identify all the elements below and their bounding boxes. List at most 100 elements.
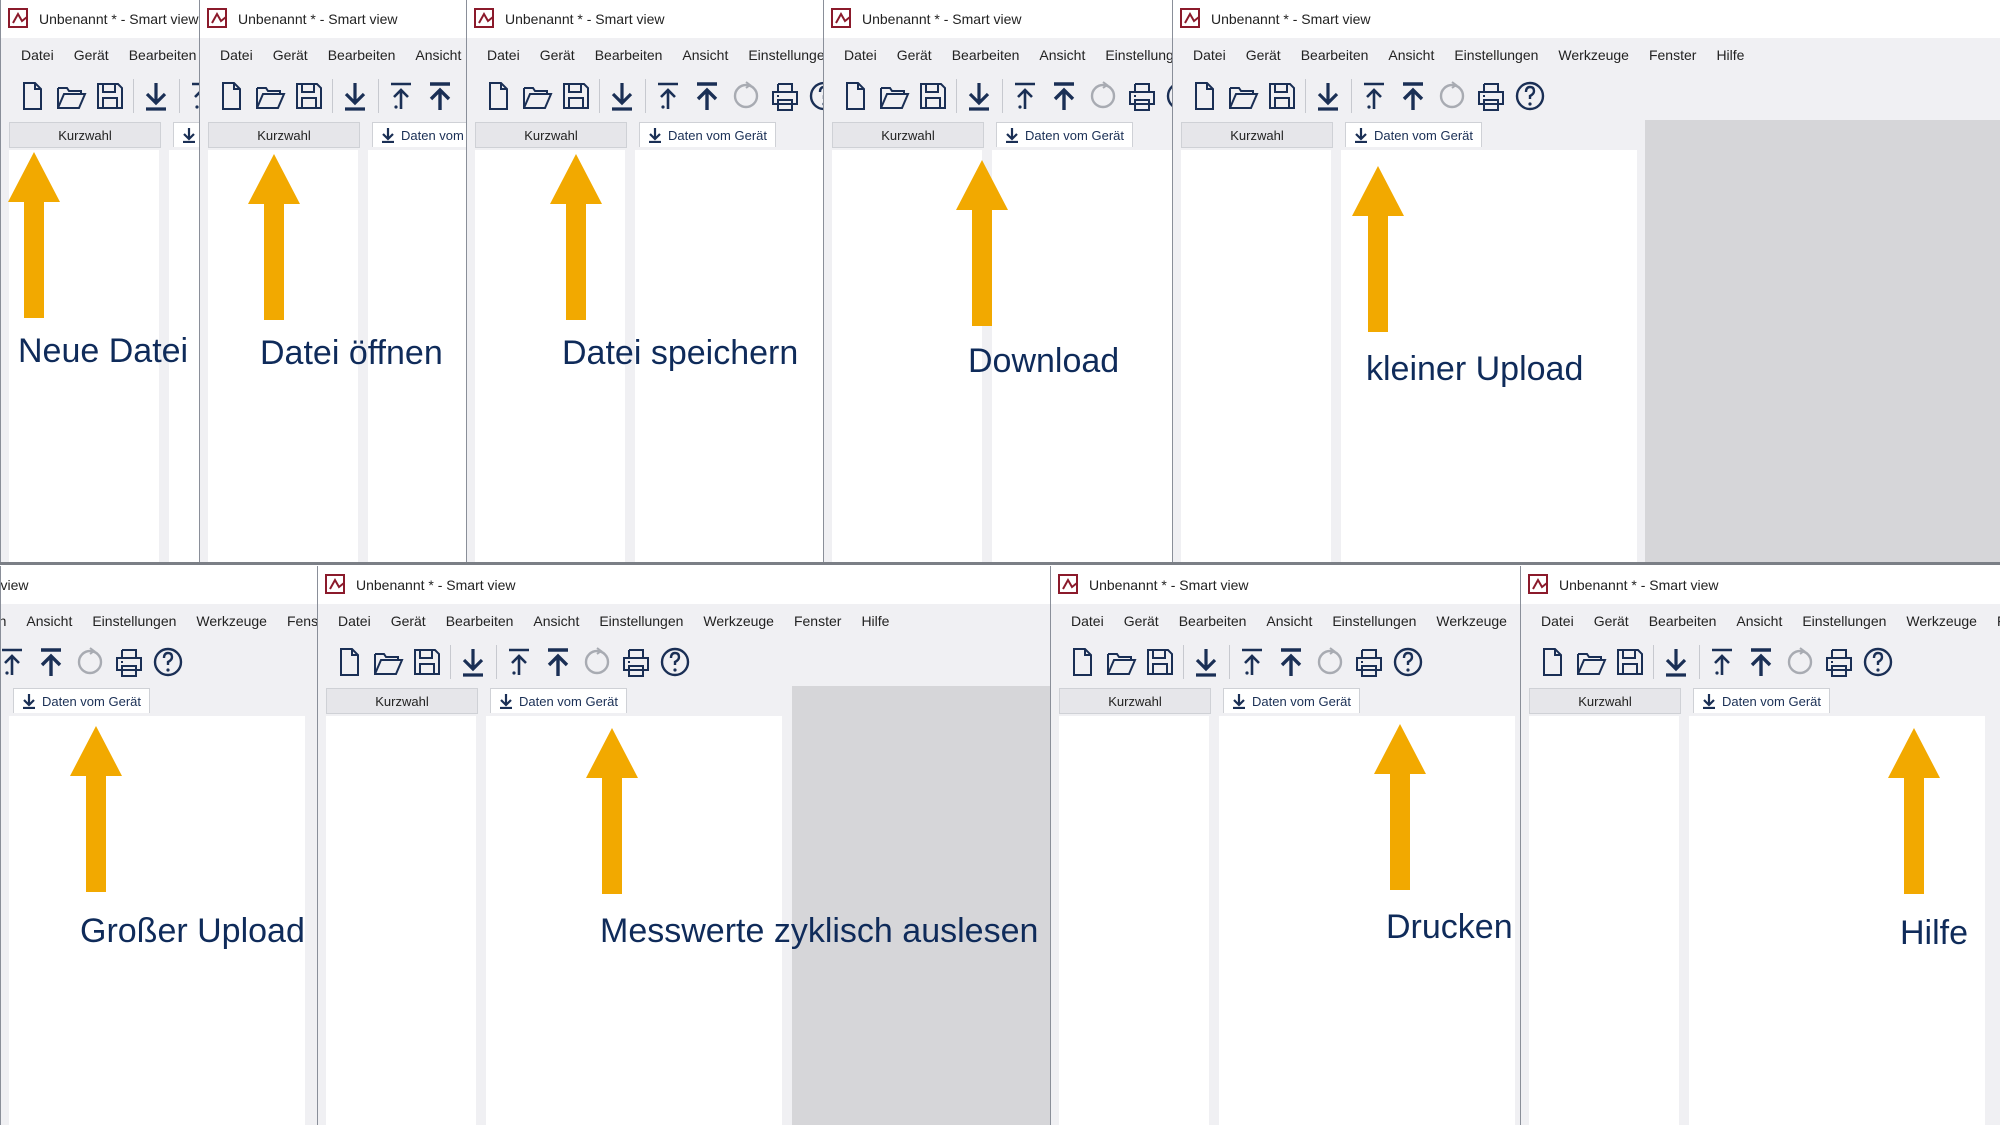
save-icon[interactable] <box>1143 643 1177 681</box>
tab-kurzwahl[interactable]: Kurzwahl <box>208 122 360 148</box>
menu-einstellungen[interactable]: Einstellungen <box>1454 47 1539 63</box>
menu-ger-t[interactable]: Gerät <box>1593 613 1629 629</box>
large-upload-icon[interactable] <box>423 77 457 115</box>
help-icon[interactable] <box>1164 77 1172 115</box>
print-icon[interactable] <box>1125 77 1159 115</box>
menu-bearbeiten[interactable]: Bearbeiten <box>1 613 6 629</box>
small-upload-icon[interactable] <box>1008 77 1042 115</box>
menu-datei[interactable]: Datei <box>1541 613 1574 629</box>
tab-daten-vom-geraet[interactable]: Daten vom Gerät <box>173 122 199 147</box>
menu-ger-t[interactable]: Gerät <box>272 47 308 63</box>
large-upload-icon[interactable] <box>34 643 68 681</box>
menu-ansicht[interactable]: Ansicht <box>1736 613 1783 629</box>
small-upload-icon[interactable] <box>384 77 418 115</box>
menu-ger-t[interactable]: Gerät <box>896 47 932 63</box>
menu-ansicht[interactable]: Ansicht <box>26 613 73 629</box>
large-upload-icon[interactable] <box>1744 643 1778 681</box>
menu-ger-t[interactable]: Gerät <box>390 613 426 629</box>
menu-einstellungen[interactable]: Einstellungen <box>748 47 824 63</box>
menu-bearbeiten[interactable]: Bearbeiten <box>594 47 663 63</box>
menu-ansicht[interactable]: Ansicht <box>1388 47 1435 63</box>
new-file-icon[interactable] <box>332 643 366 681</box>
print-icon[interactable] <box>112 643 146 681</box>
help-icon[interactable] <box>1861 643 1895 681</box>
small-upload-icon[interactable] <box>651 77 685 115</box>
menu-fenster[interactable]: Fenster <box>1997 613 2000 629</box>
menu-datei[interactable]: Datei <box>21 47 54 63</box>
menu-fenster[interactable]: Fenster <box>1648 47 1697 63</box>
download-icon[interactable] <box>338 77 372 115</box>
save-icon[interactable] <box>1265 77 1299 115</box>
cyclic-read-icon[interactable] <box>1435 77 1469 115</box>
download-icon[interactable] <box>1311 77 1345 115</box>
save-icon[interactable] <box>916 77 950 115</box>
save-icon[interactable] <box>1613 643 1647 681</box>
tab-daten-vom-geraet[interactable]: Daten vom Gerät <box>13 688 150 713</box>
tab-daten-vom-geraet[interactable]: Daten vom Gerät <box>490 688 627 713</box>
download-icon[interactable] <box>1659 643 1693 681</box>
small-upload-icon[interactable] <box>502 643 536 681</box>
menu-bearbeiten[interactable]: Bearbeiten <box>327 47 396 63</box>
menu-hilfe[interactable]: Hilfe <box>861 613 890 629</box>
menu-bearbeiten[interactable]: Bearbeiten <box>128 47 197 63</box>
tab-kurzwahl[interactable]: Kurzwahl <box>832 122 984 148</box>
tab-kurzwahl[interactable]: Kurzwahl <box>1181 122 1333 148</box>
menu-datei[interactable]: Datei <box>487 47 520 63</box>
small-upload-icon[interactable] <box>1357 77 1391 115</box>
cyclic-read-icon[interactable] <box>1086 77 1120 115</box>
download-icon[interactable] <box>962 77 996 115</box>
new-file-icon[interactable] <box>1065 643 1099 681</box>
tab-daten-vom-geraet[interactable]: Daten vom Gerät <box>996 122 1133 147</box>
menu-werkzeuge[interactable]: Werkzeuge <box>196 613 267 629</box>
download-icon[interactable] <box>605 77 639 115</box>
menu-bearbeiten[interactable]: Bearbeiten <box>951 47 1020 63</box>
menu-datei[interactable]: Datei <box>1193 47 1226 63</box>
save-icon[interactable] <box>559 77 593 115</box>
open-folder-icon[interactable] <box>54 77 88 115</box>
menu-ger-t[interactable]: Gerät <box>1245 47 1281 63</box>
tab-daten-vom-geraet[interactable]: Daten vom Gerät <box>639 122 776 147</box>
menu-einstellungen[interactable]: Einstellungen <box>1332 613 1417 629</box>
menu-ansicht[interactable]: Ansicht <box>1266 613 1313 629</box>
tab-kurzwahl[interactable]: Kurzwahl <box>1059 688 1211 714</box>
small-upload-icon[interactable] <box>1235 643 1269 681</box>
cyclic-read-icon[interactable] <box>580 643 614 681</box>
menu-einstellungen[interactable]: Einstellungen <box>1105 47 1173 63</box>
tab-kurzwahl[interactable]: Kurzwahl <box>0 688 1 714</box>
new-file-icon[interactable] <box>214 77 248 115</box>
menu-werkzeuge[interactable]: Werkzeuge <box>1558 47 1629 63</box>
print-icon[interactable] <box>1352 643 1386 681</box>
small-upload-icon[interactable] <box>1705 643 1739 681</box>
menu-werkzeuge[interactable]: Werkzeuge <box>703 613 774 629</box>
download-icon[interactable] <box>456 643 490 681</box>
print-icon[interactable] <box>1822 643 1856 681</box>
menu-datei[interactable]: Datei <box>220 47 253 63</box>
large-upload-icon[interactable] <box>1274 643 1308 681</box>
menu-fenster[interactable]: Fenster <box>793 613 842 629</box>
menu-fenster[interactable]: Fenster <box>286 613 318 629</box>
save-icon[interactable] <box>93 77 127 115</box>
download-icon[interactable] <box>139 77 173 115</box>
tab-kurzwahl[interactable]: Kurzwahl <box>475 122 627 148</box>
small-upload-icon[interactable] <box>185 77 199 115</box>
new-file-icon[interactable] <box>838 77 872 115</box>
menu-ansicht[interactable]: Ansicht <box>533 613 580 629</box>
menu-datei[interactable]: Datei <box>1071 613 1104 629</box>
menu-ansicht[interactable]: Ansicht <box>415 47 462 63</box>
open-folder-icon[interactable] <box>1104 643 1138 681</box>
save-icon[interactable] <box>410 643 444 681</box>
menu-datei[interactable]: Datei <box>844 47 877 63</box>
menu-ger-t[interactable]: Gerät <box>1123 613 1159 629</box>
help-icon[interactable] <box>658 643 692 681</box>
help-icon[interactable] <box>1391 643 1425 681</box>
menu-bearbeiten[interactable]: Bearbeiten <box>1300 47 1369 63</box>
download-icon[interactable] <box>1189 643 1223 681</box>
tab-daten-vom-geraet[interactable]: Daten vom Gerät <box>1223 688 1360 713</box>
menu-bearbeiten[interactable]: Bearbeiten <box>1648 613 1717 629</box>
tab-daten-vom-geraet[interactable]: Daten vom Gerät <box>372 122 466 147</box>
new-file-icon[interactable] <box>15 77 49 115</box>
small-upload-icon[interactable] <box>1 643 29 681</box>
menu-ger-t[interactable]: Gerät <box>539 47 575 63</box>
new-file-icon[interactable] <box>481 77 515 115</box>
cyclic-read-icon[interactable] <box>1783 643 1817 681</box>
